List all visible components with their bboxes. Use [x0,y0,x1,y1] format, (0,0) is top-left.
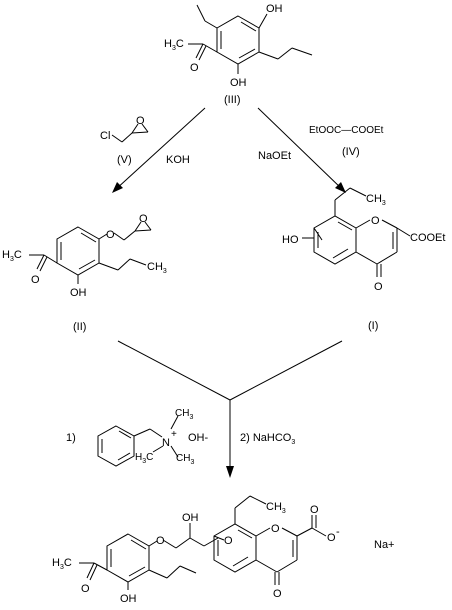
step1-hydroxide: OH- [188,432,209,444]
compound-III: OH OH H3C O (III) [164,3,313,106]
compound-I-bonds [302,187,411,277]
compound-II-ch3: CH3 [147,261,167,275]
arrow-to-I [257,107,346,193]
product-ether2-o: O [224,535,233,547]
reagent-koh: KOH [166,154,190,166]
compound-II-carbonyl-o: O [31,274,40,286]
compound-V-bonds [111,123,149,143]
step1-ch3-top: CH3 [175,408,193,421]
converging-arrow [117,340,343,478]
compound-II-label: (II) [73,321,86,333]
compound-I-ketone-o: O [374,281,383,293]
product-sodium: Na+ [374,539,395,551]
product-carboxylate-o: O [327,532,336,544]
compound-V: Cl O (V) [100,115,149,166]
step1-number: 1) [66,432,76,444]
compound-I-ch3: CH3 [366,193,386,207]
compound-II-epoxide-o: O [139,213,148,225]
reagent-step2: 2) NaHCO3 [240,432,295,446]
step1-h3c: H3C [135,452,153,465]
product-acid-o: O [310,504,319,516]
compound-II-ether-o: O [106,229,115,241]
compound-V-label: (V) [117,154,132,166]
compound-V-o: O [136,115,145,127]
step1-plus: + [171,429,177,440]
product-methyl: H3C [52,557,72,571]
compound-IV: EtOOC—COOEt (IV) [309,125,384,158]
product-ring-oh: OH [120,593,137,605]
compound-IV-formula: EtOOC—COOEt [309,125,384,136]
compound-II-methyl: H3C [2,249,22,263]
compound-I-cooet: COOEt [410,232,445,244]
product-ch3: CH3 [266,501,286,515]
compound-III-oh-top: OH [266,3,283,15]
product-minus: - [336,526,340,538]
reagent-naoet: NaOEt [258,150,291,162]
compound-III-oh-bottom: OH [230,77,247,89]
product-ether1-o: O [156,535,165,547]
product-chain-oh: OH [182,512,199,524]
compound-I-ring-o: O [371,215,380,227]
product-ketone-o: O [273,588,282,600]
compound-I-label: (I) [368,320,378,332]
compound-III-carbonyl-o: O [190,62,199,74]
compound-II: O O H3C O OH CH3 (II) [2,213,167,333]
compound-I: HO O COOEt O CH3 (I) [282,187,445,332]
compound-III-label: (III) [224,94,241,106]
compound-II-oh: OH [70,287,87,299]
compound-III-bonds [188,4,313,74]
step1-n: N [162,437,170,449]
product: H3C O OH O OH O O CH3 O O - Na+ O [52,495,395,605]
benzyl-ring [97,415,179,467]
compound-IV-label: (IV) [342,146,360,158]
product-carbonyl-o: O [81,583,90,595]
compound-III-methyl: H3C [164,38,184,52]
compound-V-cl: Cl [100,130,110,142]
step1-ch3-bottom: CH3 [176,453,194,466]
compound-II-bonds [29,221,152,284]
product-bonds [79,495,327,590]
compound-I-ho: HO [282,234,299,246]
arrow-to-II [112,107,206,193]
reagent-step1: 1) N + CH3 H3C CH3 OH- [66,408,209,467]
product-ring-o: O [271,523,280,535]
